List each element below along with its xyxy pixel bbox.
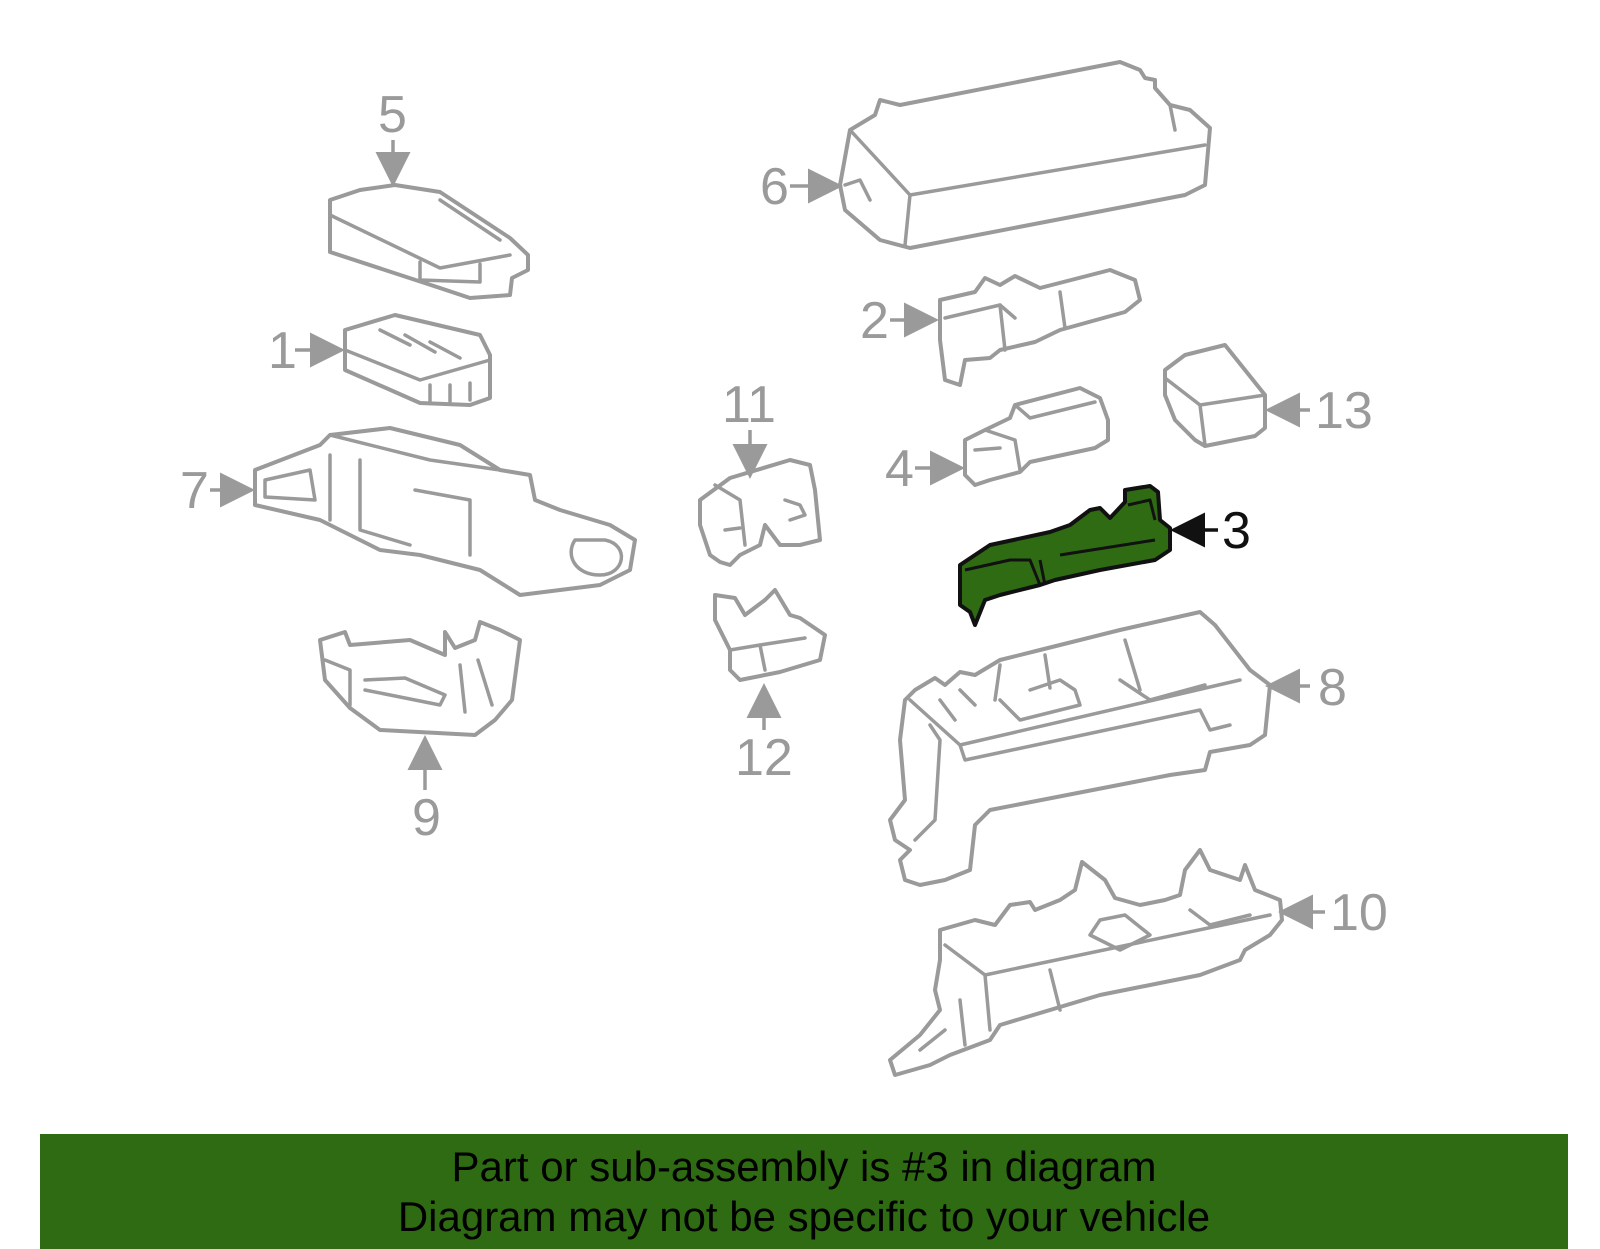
callout-10: 10 xyxy=(1330,884,1388,942)
callout-9: 9 xyxy=(412,789,441,847)
part-8-fuse-box[interactable] xyxy=(888,610,1272,887)
callout-5: 5 xyxy=(378,86,407,144)
callout-12: 12 xyxy=(735,729,793,787)
part-1-bracket[interactable] xyxy=(343,313,492,407)
banner-line-1: Part or sub-assembly is #3 in diagram xyxy=(451,1143,1157,1190)
callout-3: 3 xyxy=(1222,502,1251,560)
part-10-housing[interactable] xyxy=(888,848,1284,1077)
callout-7: 7 xyxy=(180,462,209,520)
parts-diagram: 5 1 7 9 11 12 xyxy=(180,60,1388,1077)
banner-line-2: Diagram may not be specific to your vehi… xyxy=(397,1193,1211,1240)
callout-4: 4 xyxy=(885,440,914,498)
part-9-bracket[interactable] xyxy=(318,620,522,737)
part-5-cover[interactable] xyxy=(328,183,530,300)
callout-13: 13 xyxy=(1315,382,1373,440)
callout-2: 2 xyxy=(860,292,889,350)
callout-8: 8 xyxy=(1318,659,1347,717)
part-7-holder[interactable] xyxy=(253,426,637,597)
part-11-clip[interactable] xyxy=(698,458,822,567)
part-13-relay[interactable] xyxy=(1163,343,1267,448)
notice-banner: Part or sub-assembly is #3 in diagram Di… xyxy=(40,1134,1568,1249)
callout-11: 11 xyxy=(722,376,776,434)
callout-6: 6 xyxy=(760,158,789,216)
part-12-clip[interactable] xyxy=(713,588,827,682)
part-2-holder[interactable] xyxy=(938,268,1142,387)
callout-1: 1 xyxy=(268,322,297,380)
part-3-bracket-highlighted[interactable] xyxy=(958,484,1172,627)
part-6-cover[interactable] xyxy=(838,60,1212,250)
part-4-connector[interactable] xyxy=(963,386,1110,487)
